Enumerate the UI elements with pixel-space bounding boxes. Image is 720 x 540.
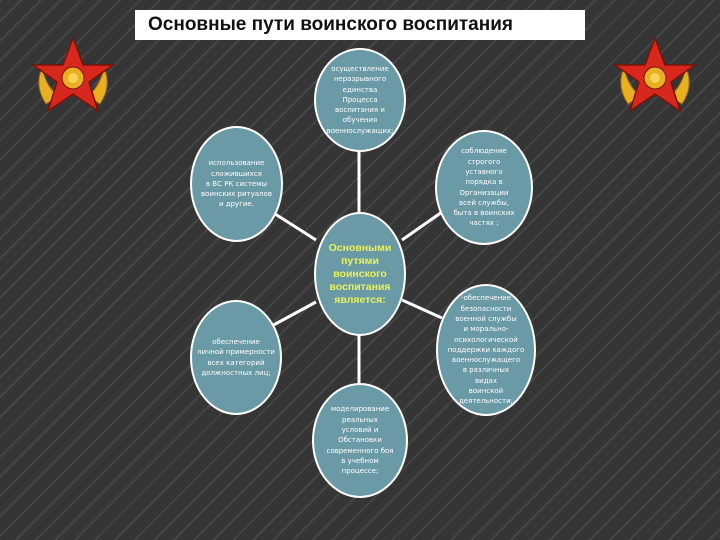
node-top: осуществление неразрывного единства Проц… bbox=[314, 48, 406, 152]
node-bottom-left-text: обеспечение личной примерности всех кате… bbox=[197, 337, 275, 377]
star-emblem-icon bbox=[30, 35, 116, 113]
connector-top-left bbox=[271, 210, 317, 242]
node-top-text: осуществление неразрывного единства Проц… bbox=[326, 64, 394, 135]
star-emblem-icon bbox=[612, 35, 698, 113]
page-title: Основные пути воинского воспитания bbox=[148, 14, 513, 35]
node-bottom-right: -обеспечение безопасности военной службы… bbox=[436, 284, 536, 416]
node-bottom-text: моделирование реальных условий и Обстано… bbox=[326, 405, 394, 476]
connector-top-right bbox=[401, 210, 443, 242]
node-bottom-right-text: -обеспечение безопасности военной службы… bbox=[447, 294, 525, 406]
connector-bottom-right bbox=[401, 298, 443, 320]
connector-bottom-left bbox=[267, 300, 317, 330]
node-bottom: моделирование реальных условий и Обстано… bbox=[312, 383, 408, 498]
node-top-left: использование сложившихся в ВС РК систем… bbox=[190, 126, 283, 242]
node-center-text: Основными путями воинского воспитания яв… bbox=[328, 241, 392, 306]
node-top-right-text: соблюдение строгого уставного порядка в … bbox=[453, 147, 515, 228]
node-top-left-text: использование сложившихся в ВС РК систем… bbox=[201, 159, 272, 209]
node-bottom-left: обеспечение личной примерности всех кате… bbox=[190, 300, 282, 415]
node-center: Основными путями воинского воспитания яв… bbox=[314, 212, 406, 336]
node-top-right: соблюдение строгого уставного порядка в … bbox=[435, 130, 533, 245]
title-band bbox=[135, 10, 585, 40]
